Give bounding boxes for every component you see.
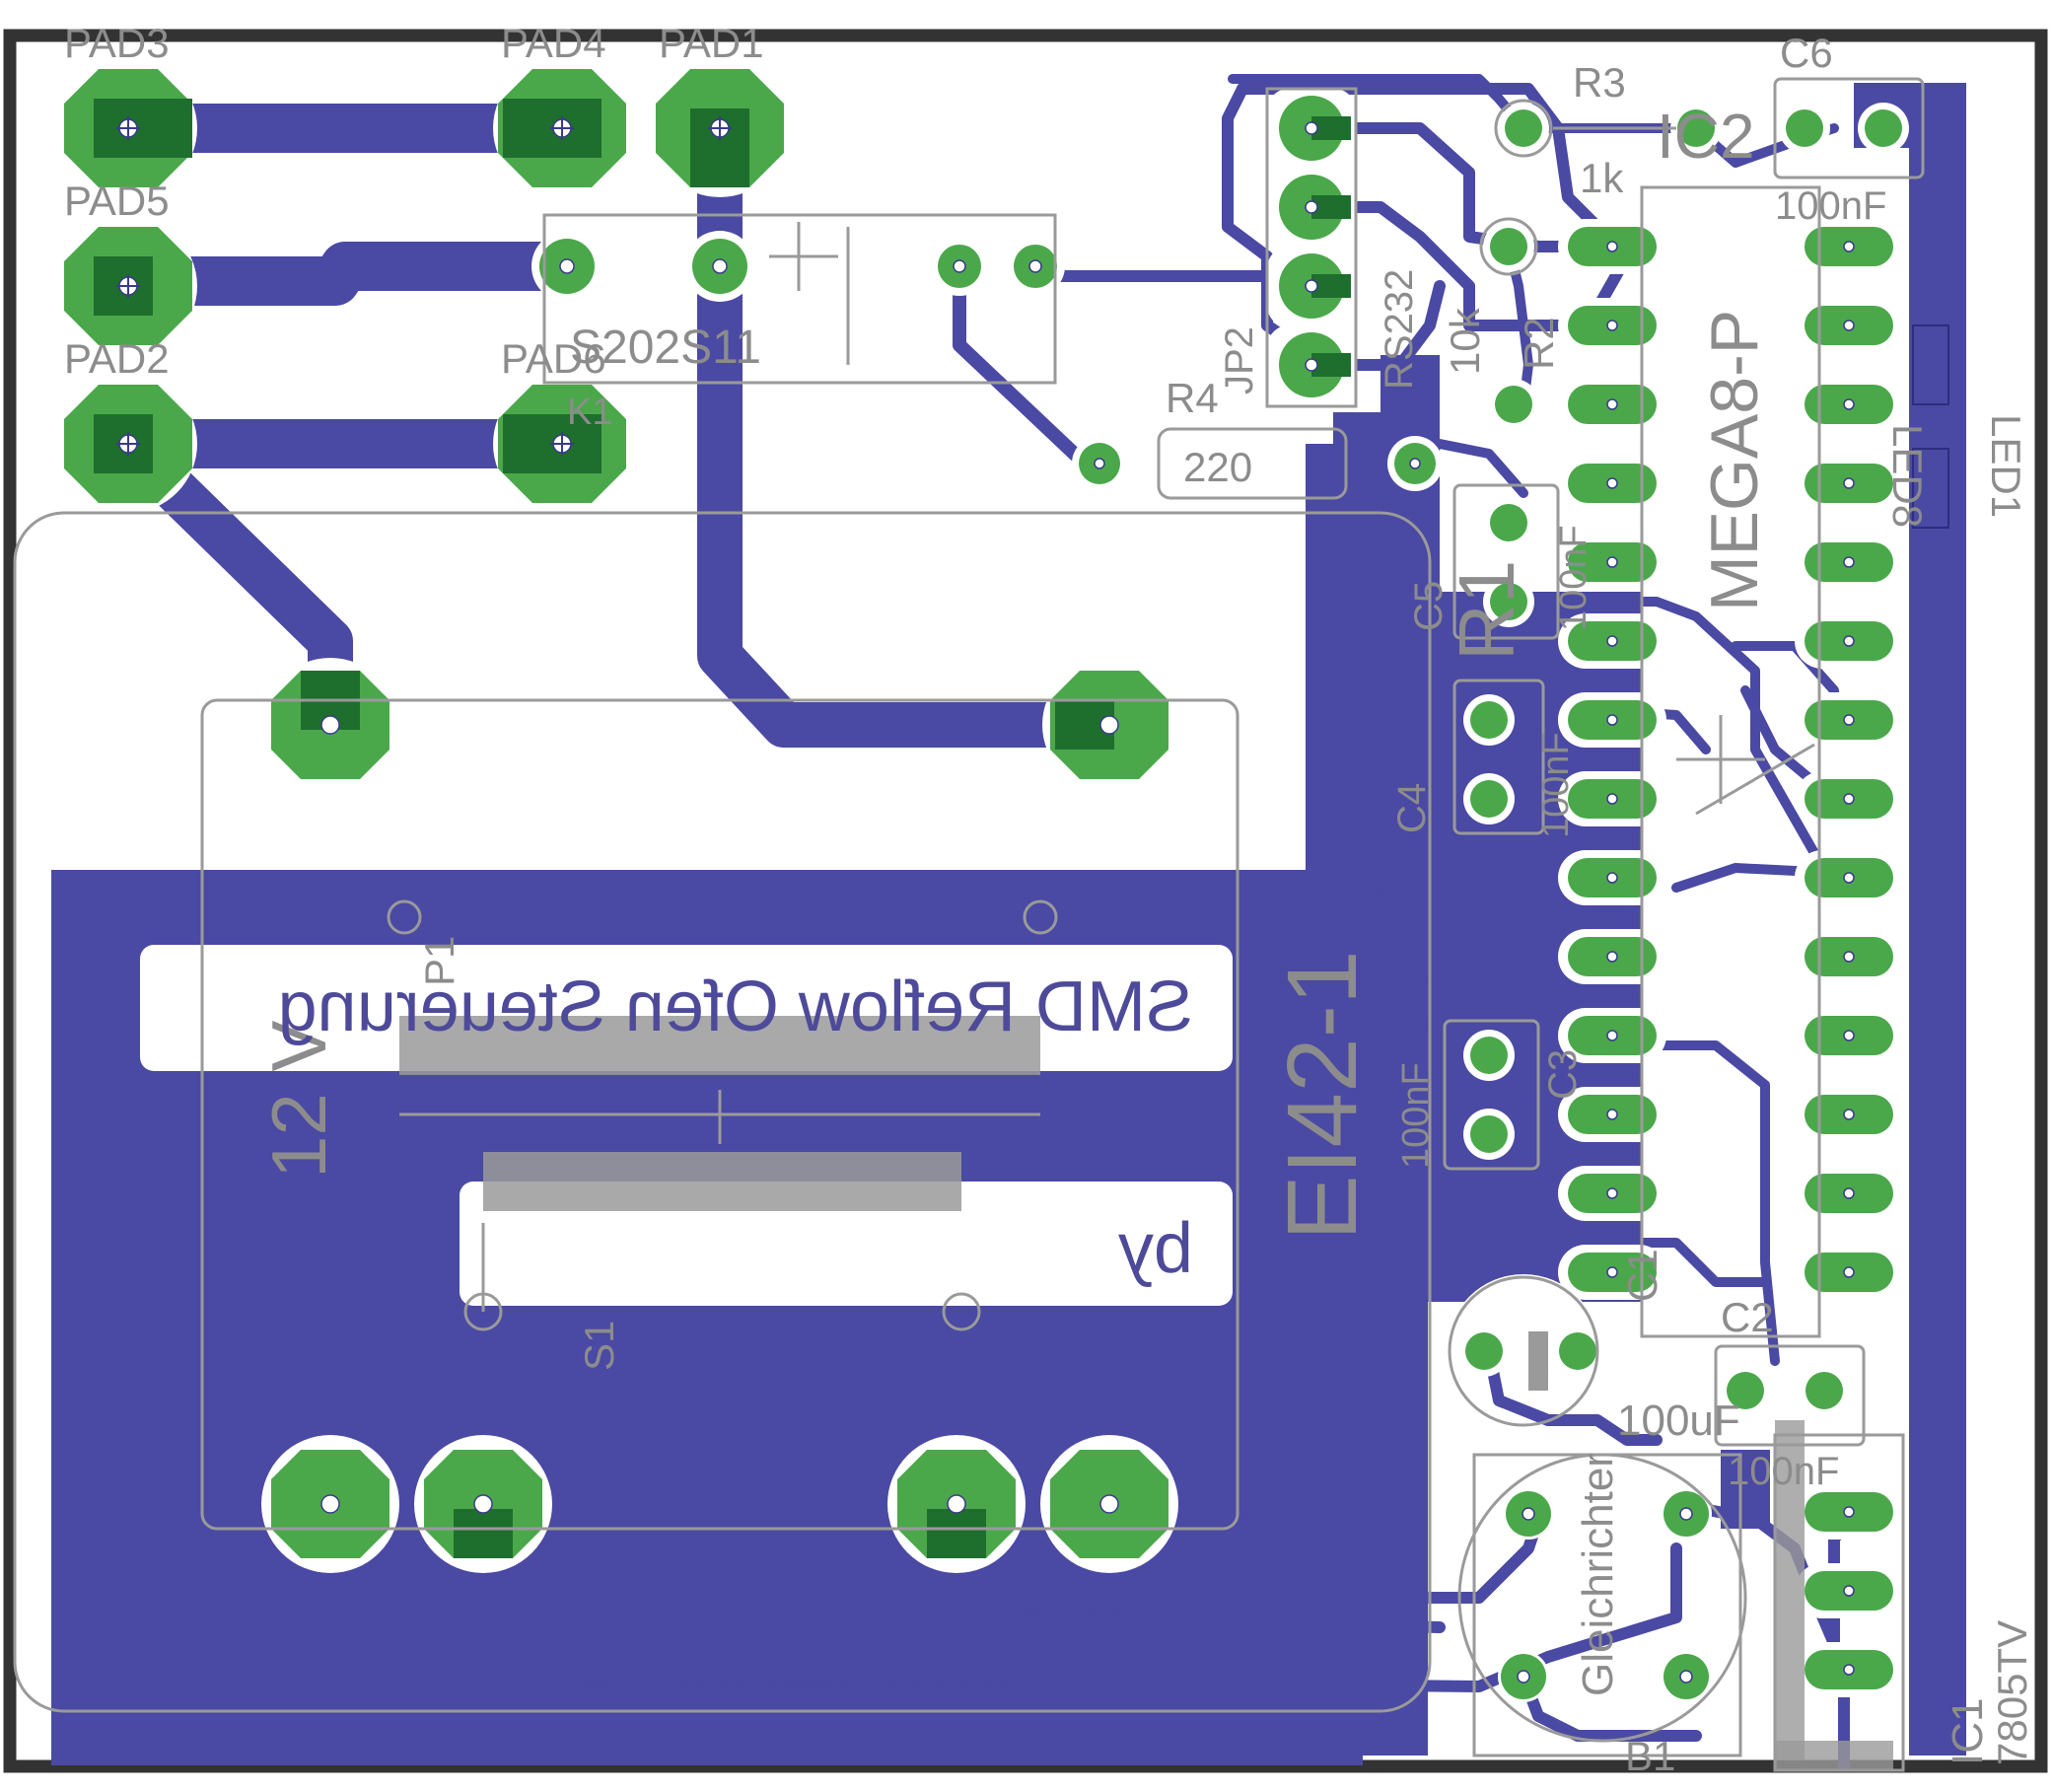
c3-value-label: 100nF (1395, 1062, 1437, 1169)
c2-name-label: C2 (1721, 1294, 1774, 1340)
r2-name-label: R2 (1516, 317, 1562, 370)
pad4-label: PAD4 (501, 20, 606, 66)
r3-name-label: R3 (1573, 59, 1626, 106)
jp2-label: JP2 (1218, 326, 1261, 394)
ic1-name-label: IC1 (1944, 1698, 1992, 1765)
c4-name-label: C4 (1390, 783, 1434, 833)
s1-label: S1 (576, 1321, 622, 1371)
origin-markers (116, 116, 732, 456)
board-title: SMD Reflow Ofen Steuerung (278, 968, 1193, 1046)
ic2-name-label: IC2 (1657, 101, 1755, 172)
rectifier-label: Gleichrichter (1574, 1453, 1622, 1696)
ic1-value-label: 7805TV (1989, 1620, 2035, 1765)
relay-ref-label: K1 (567, 392, 612, 433)
pad1-label: PAD1 (659, 20, 764, 66)
relay-name-label: S202S11 (570, 322, 761, 374)
c5-name-label: C5 (1407, 581, 1451, 631)
pad6-label: PAD6 (501, 335, 606, 382)
c2-value-label: 100nF (1728, 1450, 1839, 1493)
board-credit: by (1118, 1209, 1193, 1288)
c1-name-label: C1 (1619, 1249, 1665, 1302)
c1-value-label: 100uF (1617, 1397, 1740, 1445)
c5-value-label: 100nF (1553, 525, 1594, 631)
pad3-label: PAD3 (64, 20, 170, 66)
labels: PAD3 PAD4 PAD1 PAD5 PAD2 PAD6 K1 S202S11… (64, 20, 2035, 1779)
pads (59, 59, 1949, 1702)
c6-value-label: 100nF (1775, 184, 1886, 228)
r2-value-label: 10k (1442, 307, 1488, 375)
r4-name-label: R4 (1166, 375, 1219, 421)
r3-value-label: 1k (1580, 155, 1624, 201)
r4-value-label: 220 (1183, 444, 1252, 490)
rectifier-ref-label: B1 (1625, 1733, 1675, 1779)
rs232-label: RS232 (1378, 269, 1421, 390)
led-a-label: LED1 (1983, 414, 2029, 518)
c6-name-label: C6 (1780, 30, 1833, 76)
p1-label: P1 (416, 936, 462, 986)
led-b-label: LED8 (1884, 424, 1931, 528)
pad5-label: PAD5 (64, 178, 170, 224)
pad2-label: PAD2 (64, 335, 170, 382)
r1-label: R1 (1443, 560, 1530, 661)
c3-name-label: C3 (1541, 1049, 1585, 1100)
c4-value-label: 100nF (1535, 732, 1577, 838)
silk-blocks (399, 1016, 1893, 1770)
transformer-label: EI42-1 (1267, 950, 1378, 1241)
voltage-label: 12 V (255, 1021, 342, 1179)
ic2-value-label: MEGA8-P (1697, 310, 1772, 611)
